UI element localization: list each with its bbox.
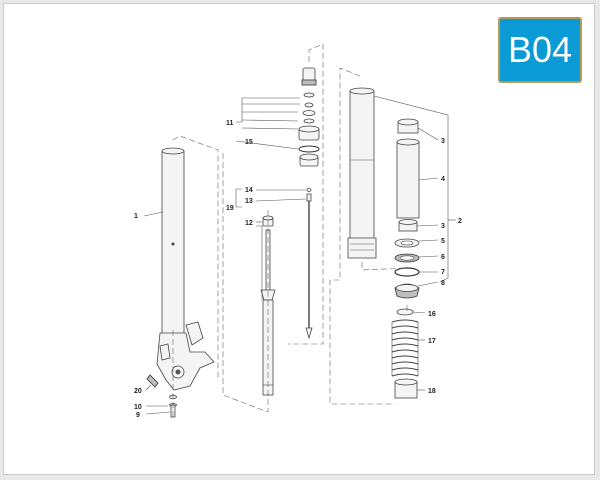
callout-18: 18	[428, 388, 436, 395]
callout-4: 4	[441, 176, 445, 183]
spacer-18-part	[394, 378, 418, 399]
fork-outer-tube	[156, 147, 215, 391]
callout-6: 6	[441, 254, 445, 261]
callout-16: 16	[428, 311, 436, 318]
spring-seat-part	[396, 308, 414, 316]
callout-2: 2	[458, 218, 462, 225]
spring-part	[391, 319, 419, 377]
dust-seal-part	[394, 283, 420, 299]
circlip-part	[394, 267, 420, 277]
callout-5: 5	[441, 238, 445, 245]
washer-5-part	[394, 238, 420, 248]
inner-tube-part	[347, 87, 377, 259]
callout-12: 12	[245, 220, 253, 227]
callout-20: 20	[134, 388, 142, 395]
bleed-screw-part	[146, 374, 159, 388]
callout-19: 19	[226, 205, 234, 212]
callout-9: 9	[136, 412, 140, 419]
callout-10: 10	[134, 404, 142, 411]
callout-14: 14	[245, 187, 253, 194]
callout-1: 1	[134, 213, 138, 220]
top-cap-assembly	[298, 67, 320, 167]
rebound-rod-part	[305, 188, 313, 340]
callout-3-upper: 3	[441, 138, 445, 145]
oil-seal-part	[394, 253, 420, 263]
callout-8: 8	[441, 280, 445, 287]
callout-17: 17	[428, 338, 436, 345]
callout-7: 7	[441, 269, 445, 276]
diagram-code-badge: B04	[498, 17, 582, 83]
callout-15: 15	[245, 139, 253, 146]
callout-11: 11	[226, 120, 234, 127]
callout-3-lower: 3	[441, 223, 445, 230]
spacer-tube-part	[396, 138, 420, 219]
bushing-lower-part	[398, 219, 418, 232]
callout-13: 13	[245, 198, 253, 205]
diagram-frame	[3, 3, 595, 475]
bushing-upper-part	[397, 118, 419, 134]
